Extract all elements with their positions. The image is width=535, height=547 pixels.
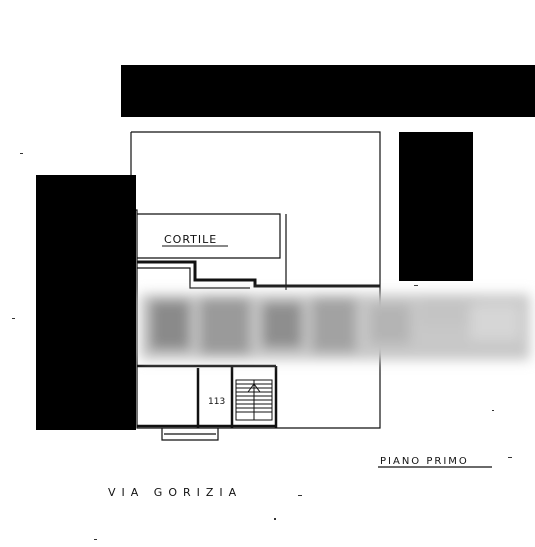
speck (414, 285, 418, 286)
redaction-top-bar (121, 65, 535, 117)
front-balcony (161, 428, 219, 441)
speck (12, 318, 15, 319)
street-label: VIA GORIZIA (108, 486, 242, 499)
blur-blob (470, 304, 520, 340)
blurred-area (140, 294, 530, 360)
blur-blob (200, 298, 250, 354)
speck (492, 410, 494, 411)
speck (20, 153, 23, 154)
courtyard-wall (137, 213, 281, 259)
stair-direction-arrow (247, 383, 261, 393)
blur-blob (262, 302, 302, 348)
speck (274, 518, 276, 520)
speck (94, 539, 97, 540)
blur-blob (312, 298, 356, 352)
courtyard-label: CORTILE (164, 233, 217, 246)
blur-blob (150, 300, 190, 350)
paper-specks (12, 153, 512, 540)
plan-walls (130, 131, 381, 441)
building-wall-thick (137, 260, 380, 288)
speck (298, 495, 302, 496)
redaction-right-block (399, 132, 473, 281)
building-wall-thin (137, 267, 250, 289)
redactions (36, 65, 535, 430)
staircase (235, 379, 273, 421)
redaction-left-block (36, 175, 136, 430)
unit-number-label: 113 (208, 397, 225, 407)
floor-label: PIANO PRIMO (380, 456, 469, 467)
blur-blob (370, 304, 410, 344)
speck (508, 457, 512, 458)
